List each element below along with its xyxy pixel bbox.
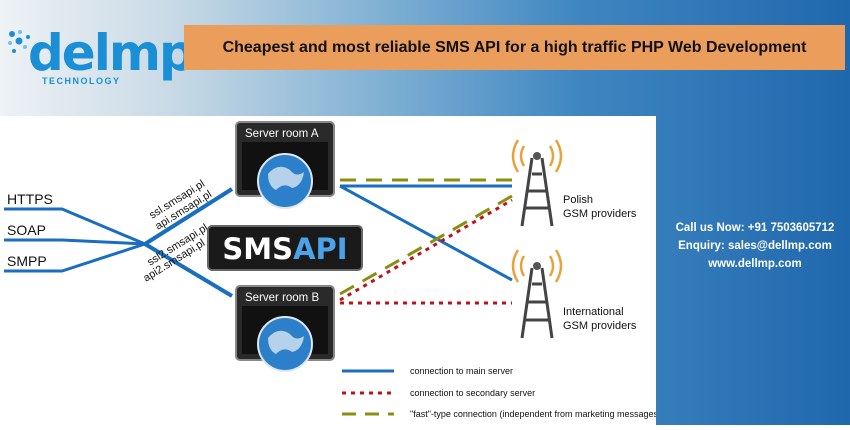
connection-lines: [339, 178, 513, 305]
logo-word: delmp: [28, 24, 195, 82]
intl-line-1: International: [563, 306, 624, 318]
legend-fast: "fast"-type connection (independent from…: [410, 409, 656, 419]
protocol-labels: HTTPS SOAP SMPP: [7, 191, 53, 269]
svg-text:SMSAPI: SMSAPI: [222, 232, 347, 266]
company-logo[interactable]: delmp TECHNOLOGY: [6, 24, 195, 90]
server-b-label: Server room B: [245, 292, 319, 304]
contact-email[interactable]: Enquiry: sales@dellmp.com: [678, 240, 832, 252]
protocol-https: HTTPS: [7, 191, 53, 207]
server-a-label: Server room A: [245, 128, 319, 140]
protocol-soap: SOAP: [7, 222, 46, 238]
host-labels: ssl.smsapi.pl api.smsapi.pl ssl2.smsapi.…: [141, 178, 214, 285]
international-tower-icon: [511, 249, 563, 339]
headline-banner: Cheapest and most reliable SMS API for a…: [184, 25, 845, 70]
legend-secondary: connection to secondary server: [410, 388, 535, 398]
protocol-smpp: SMPP: [7, 253, 47, 269]
contact-info: Call us Now: +91 7503605712 Enquiry: sal…: [660, 219, 850, 273]
brand-api: API: [293, 232, 348, 266]
smsapi-logo: SMSAPI: [207, 225, 363, 271]
server-room-b[interactable]: Server room B: [235, 285, 335, 372]
intl-line-2: GSM providers: [563, 320, 637, 332]
polish-tower-icon: [511, 139, 563, 227]
server-links: [143, 187, 234, 298]
diagram-panel: HTTPS SOAP SMPP ssl.smsapi.pl api.smsapi…: [0, 116, 661, 425]
network-diagram: HTTPS SOAP SMPP ssl.smsapi.pl api.smsapi…: [4, 121, 661, 419]
dots-icon: [8, 30, 30, 53]
protocol-lines: [4, 207, 146, 273]
international-provider-label: International GSM providers: [563, 306, 637, 332]
polish-provider-label: Polish GSM providers: [563, 194, 637, 220]
polish-line-2: GSM providers: [563, 208, 637, 220]
legend-main: connection to main server: [410, 366, 513, 376]
logo-subtitle: TECHNOLOGY: [42, 76, 121, 86]
polish-line-1: Polish: [563, 194, 593, 206]
server-room-a[interactable]: Server room A: [235, 121, 335, 209]
contact-phone[interactable]: Call us Now: +91 7503605712: [675, 222, 835, 234]
headline-text: Cheapest and most reliable SMS API for a…: [222, 38, 807, 56]
legend: connection to main server connection to …: [342, 366, 661, 419]
contact-website[interactable]: www.dellmp.com: [708, 258, 802, 270]
brand-sms: SMS: [222, 232, 293, 266]
